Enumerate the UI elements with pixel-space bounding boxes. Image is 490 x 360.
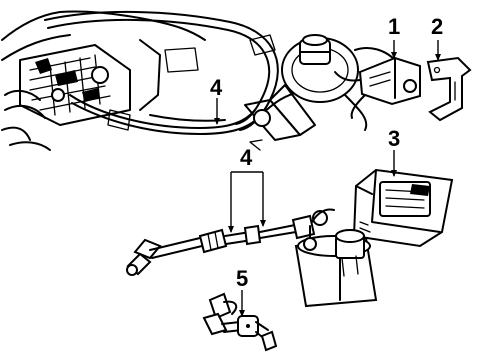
callout-4-lower: 4 (240, 145, 253, 170)
mounting-bracket-icon (426, 56, 472, 122)
vacuum-hose-cable-icon (126, 208, 335, 276)
callout-numbers: 1 2 3 4 4 5 (210, 14, 443, 291)
callout-4-upper: 4 (210, 75, 223, 100)
callout-2: 2 (431, 14, 443, 39)
cruise-control-servo-icon (334, 56, 421, 119)
vacuum-valve-switch-icon (202, 292, 278, 352)
engine-bay-illustration (1, 10, 396, 151)
control-module-icon (352, 168, 454, 248)
callout-3: 3 (388, 126, 400, 151)
vacuum-canister-icon (294, 225, 378, 308)
leader-lines (214, 40, 441, 317)
callout-5: 5 (236, 266, 248, 291)
callout-1: 1 (388, 14, 400, 39)
